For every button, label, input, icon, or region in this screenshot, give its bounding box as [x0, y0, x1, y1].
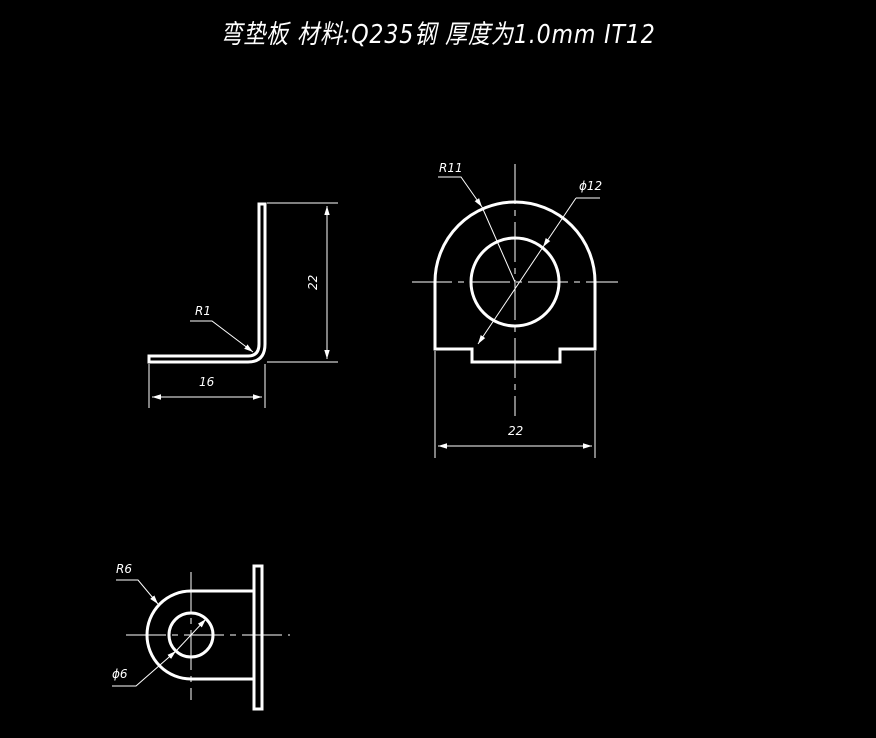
front-radius-label: R11 [439, 161, 463, 175]
side-length-label: 16 [199, 375, 215, 389]
side-view: 22 16 R1 [147, 202, 338, 408]
leader-r6 [116, 579, 159, 605]
top-radius-label: R6 [116, 562, 132, 576]
radius-line [481, 206, 516, 283]
top-view: R6 ϕ6 [112, 562, 290, 711]
side-radius-label: R1 [195, 304, 211, 318]
leader-phi6 [112, 650, 177, 687]
leader-r1 [190, 320, 254, 353]
leader-phi12-diameter [477, 246, 544, 345]
front-view-outline [433, 200, 597, 364]
top-view-flange [252, 564, 264, 711]
front-hole-label: ϕ12 [579, 179, 602, 193]
front-view: R11 ϕ12 22 [412, 161, 618, 458]
leader-phi6-diameter [175, 618, 207, 652]
drawing-title: 弯垫板 材料:Q235钢 厚度为1.0mm IT12 [220, 20, 656, 50]
side-height-label: 22 [306, 275, 320, 290]
leader-r11 [438, 176, 483, 208]
leader-phi12 [542, 197, 577, 248]
front-width-label: 22 [508, 424, 523, 438]
top-hole-label: ϕ6 [112, 667, 128, 681]
side-view-profile [147, 202, 267, 364]
